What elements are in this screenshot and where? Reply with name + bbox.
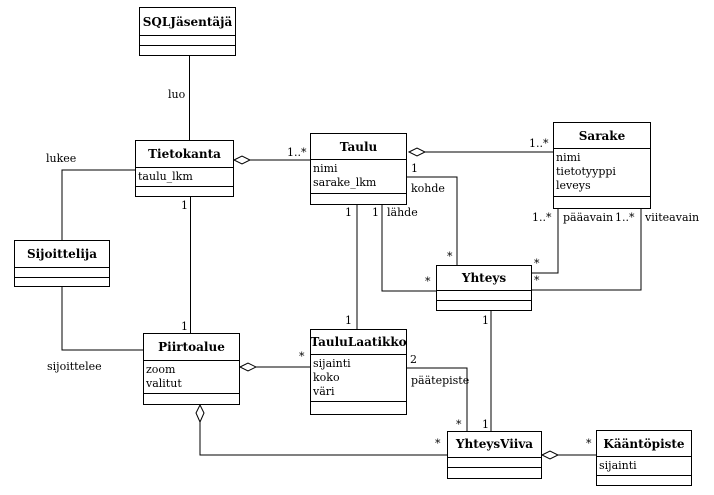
class-name-sarake: Sarake [579,129,626,143]
mult-tietokanta-piirtoalue-bottom: 1 [181,320,188,333]
assoc-sijoittelee-line [61,287,143,351]
assoc-paaavain-line [532,209,559,274]
attr-tietokanta-taulu-lkm: taulu_lkm [138,170,193,183]
mult-yhteys-paaavain: * [534,257,540,270]
attr-piirtoalue-zoom: zoom [146,363,176,376]
mult-tietokanta-piirtoalue-top: 1 [181,199,188,212]
class-yhteys [436,265,532,311]
class-name-tietokanta: Tietokanta [148,147,221,161]
aggregation-diamond-taulu [407,147,427,157]
class-taulu [310,133,407,205]
mult-yhteysviiva-paatepiste: * [456,418,462,431]
attr-piirtoalue-valitut: valitut [145,377,182,390]
class-name-sijoittelija: Sijoittelija [27,247,97,261]
assoc-paatepiste-line [406,367,468,431]
class-name-kaantopiste: Kääntöpiste [603,437,685,451]
mult-sarake-paaavain: 1..* [532,211,552,224]
mult-yhteys-yhteysviiva-top: 1 [482,314,489,327]
class-sijoittelija [14,240,110,287]
aggregation-diamond-tietokanta [232,155,252,165]
aggregation-diamond-piirtoalue-bottom [195,403,205,424]
mult-piirtoalue-yhteysviiva: * [435,437,441,450]
assoc-kohde-line [407,176,458,266]
class-piirtoalue [143,333,240,405]
class-tietokanta [135,140,234,197]
assoc-lahde-line [381,204,436,292]
attr-kaantopiste-sijainti: sijainti [599,459,637,472]
class-name-yhteys: Yhteys [461,271,506,285]
class-sarake [553,122,651,209]
assoc-viiteavain-line [532,209,642,291]
mult-yhteysviiva-kaantopiste: * [586,437,592,450]
attr-sarake-leveys: leveys [556,179,591,192]
assoc-lukee-line [61,169,136,240]
class-name-yhteysviiva: YhteysViiva [455,437,533,451]
mult-tietokanta-taulu: 1..* [287,146,307,159]
mult-taulu-kohde: 1 [411,162,418,175]
label-viiteavain: viiteavain [644,211,699,224]
class-yhteysviiva [447,431,542,479]
attr-taulu-sarake-lkm: sarake_lkm [313,176,377,189]
attr-sarake-tietotyyppi: tietotyyppi [556,165,616,178]
mult-piirtoalue-taululaatikko: * [299,350,305,363]
label-lahde: lähde [387,206,418,219]
aggregation-diamond-yhteysviiva [540,450,560,460]
class-name-piirtoalue: Piirtoalue [158,340,225,354]
mult-yhteys-viiteavain: * [534,274,540,287]
label-paatepiste: päätepiste [411,374,469,387]
mult-taulu-sarake: 1..* [529,137,549,150]
attr-taululaatikko-koko: koko [313,371,340,384]
class-name-taululaatikko: TauluLaatikko [310,335,406,349]
class-taululaatikko [310,329,407,415]
mult-taulu-lahde: 1 [372,206,379,219]
aggregation-diamond-piirtoalue-right [238,362,258,372]
mult-taulu-taululaatikko-top: 1 [345,206,352,219]
attr-sarake-nimi: nimi [556,151,581,164]
class-kaantopiste [596,430,692,486]
mult-yhteys-yhteysviiva-bottom: 1 [482,418,489,431]
mult-taulu-taululaatikko-bottom: 1 [345,314,352,327]
mult-taululaatikko-paatepiste: 2 [410,353,417,366]
mult-yhteys-kohde: * [447,250,453,263]
assoc-piirtoalue-yhteysviiva-line [199,422,447,456]
label-kohde: kohde [411,182,445,195]
class-name-sqljasentaja: SQLJäsentäjä [143,15,233,29]
attr-taulu-nimi: nimi [313,162,338,175]
label-sijoittelee: sijoittelee [47,360,102,373]
class-sqljasentaja [139,7,236,56]
label-paaavain: pääavain [563,211,613,224]
label-lukee: lukee [46,152,76,165]
attr-taululaatikko-sijainti: sijainti [313,357,351,370]
mult-sarake-viiteavain: 1..* [615,211,635,224]
class-name-taulu: Taulu [340,140,378,154]
label-luo: luo [168,88,186,101]
attr-taululaatikko-vari: väri [312,385,335,398]
mult-yhteys-lahde: * [425,275,431,288]
